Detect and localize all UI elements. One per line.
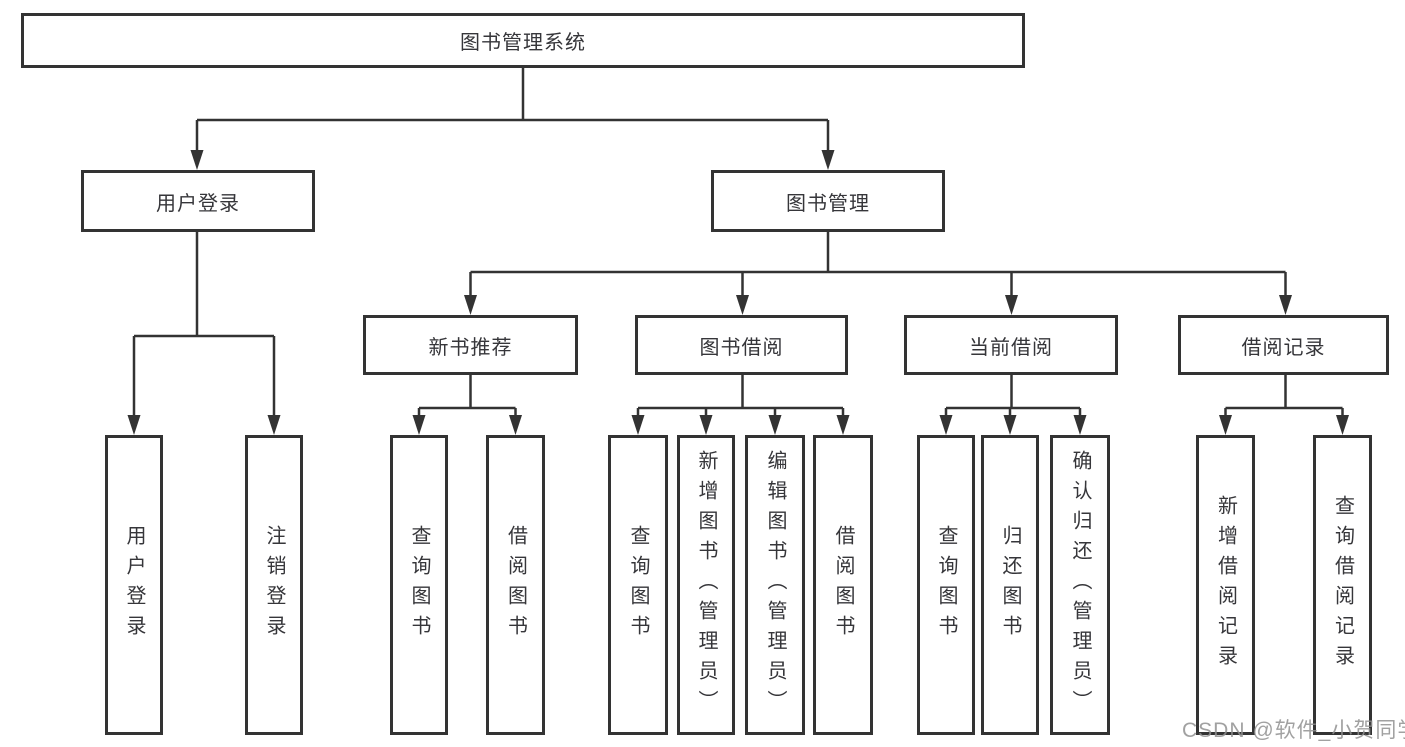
node-library-management-system: 图书管理系统 [21, 13, 1025, 68]
leaf-borrow-books: 借阅图书 [813, 435, 873, 735]
node-label: 归还图书 [999, 525, 1021, 645]
tree-edges [132, 68, 1344, 419]
node-label: 新增借阅记录 [1214, 495, 1237, 675]
arrowheads [127, 150, 1349, 435]
node-user-login: 用户登录 [81, 170, 315, 232]
node-label: 新书推荐 [428, 336, 513, 359]
leaf-confirm-return-admin: 确认归还（管理员） [1050, 435, 1110, 735]
node-label: 借阅图书 [504, 525, 527, 645]
node-label: 注销登录 [263, 525, 285, 645]
node-label: 借阅图书 [832, 525, 854, 645]
leaf-query-books-recommend: 查询图书 [390, 435, 448, 735]
node-label: 图书借阅 [699, 336, 784, 359]
leaf-logout: 注销登录 [245, 435, 303, 735]
node-book-borrowing: 图书借阅 [635, 315, 848, 375]
node-label: 图书管理系统 [460, 32, 586, 54]
node-label: 用户登录 [123, 525, 145, 645]
node-current-borrowing: 当前借阅 [904, 315, 1118, 375]
csdn-watermark: CSDN @软件_小贺同学 [1182, 719, 1405, 742]
leaf-edit-books-admin: 编辑图书（管理员） [745, 435, 805, 735]
node-label: 用户登录 [156, 192, 240, 215]
leaf-add-books-admin: 新增图书（管理员） [677, 435, 735, 735]
node-book-management: 图书管理 [711, 170, 945, 232]
leaf-query-borrow-record: 查询借阅记录 [1313, 435, 1372, 735]
node-label: 编辑图书（管理员） [764, 450, 786, 720]
leaf-query-books-borrowing: 查询图书 [608, 435, 668, 735]
node-label: 查询图书 [935, 525, 957, 645]
leaf-return-books: 归还图书 [981, 435, 1039, 735]
leaf-add-borrow-record: 新增借阅记录 [1196, 435, 1255, 735]
node-label: 查询图书 [627, 525, 649, 645]
leaf-borrow-books-recommend: 借阅图书 [486, 435, 545, 735]
node-label: 查询借阅记录 [1331, 495, 1354, 675]
node-label: 借阅记录 [1241, 336, 1326, 359]
leaf-query-books-current: 查询图书 [917, 435, 975, 735]
node-borrowing-records: 借阅记录 [1178, 315, 1389, 375]
node-label: 确认归还（管理员） [1069, 450, 1091, 720]
leaf-user-login: 用户登录 [105, 435, 163, 735]
node-label: 当前借阅 [969, 336, 1053, 359]
node-label: 图书管理 [786, 192, 870, 215]
node-new-book-recommendation: 新书推荐 [363, 315, 578, 375]
node-label: 查询图书 [408, 525, 430, 645]
node-label: 新增图书（管理员） [695, 450, 717, 720]
